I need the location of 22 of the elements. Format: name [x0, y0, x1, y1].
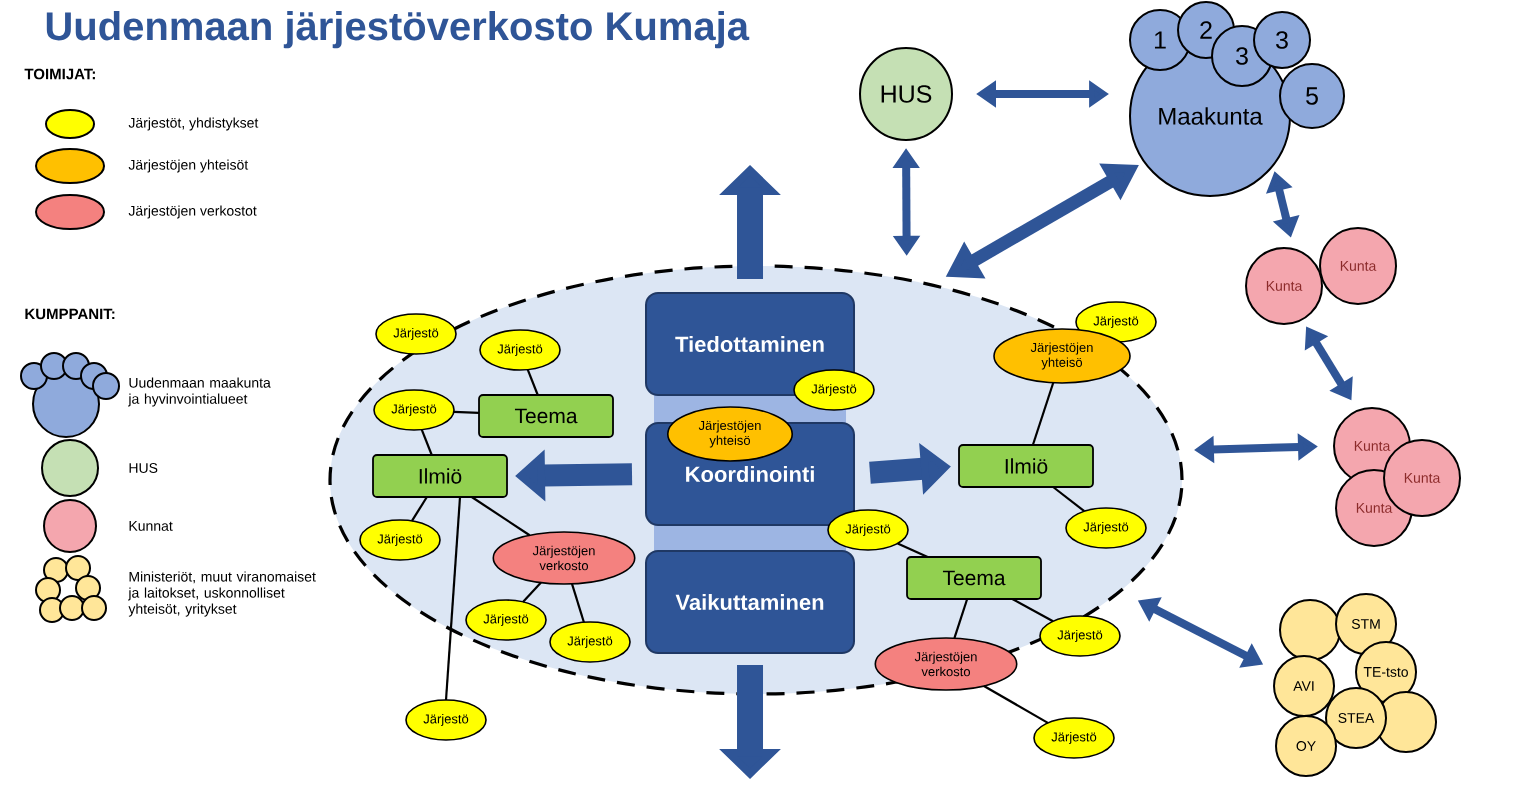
topic-box: Ilmiö [958, 444, 1094, 488]
connector-line [897, 542, 929, 558]
connector-line [526, 369, 539, 396]
agency-circle [1279, 599, 1341, 661]
connector-line [444, 496, 462, 701]
connector-line [1011, 598, 1054, 623]
connector-line [1052, 486, 1085, 513]
topic-box: Ilmiö [372, 454, 508, 498]
topic-box: Teema [906, 556, 1042, 600]
connector-line [471, 496, 531, 537]
connector-line [453, 410, 480, 415]
connector-line [522, 581, 542, 603]
function-box: Vaikuttaminen [645, 550, 855, 654]
connector-line [1031, 382, 1055, 446]
agency-circle [1375, 691, 1437, 753]
connector-line [411, 496, 428, 522]
connector-line [953, 598, 969, 639]
connector-line [420, 429, 433, 456]
connector-line [983, 685, 1049, 724]
title: Uudenmaan järjestöverkosto Kumaja [46, 11, 750, 49]
topic-box: Teema [478, 394, 614, 438]
connector-line [570, 583, 585, 623]
